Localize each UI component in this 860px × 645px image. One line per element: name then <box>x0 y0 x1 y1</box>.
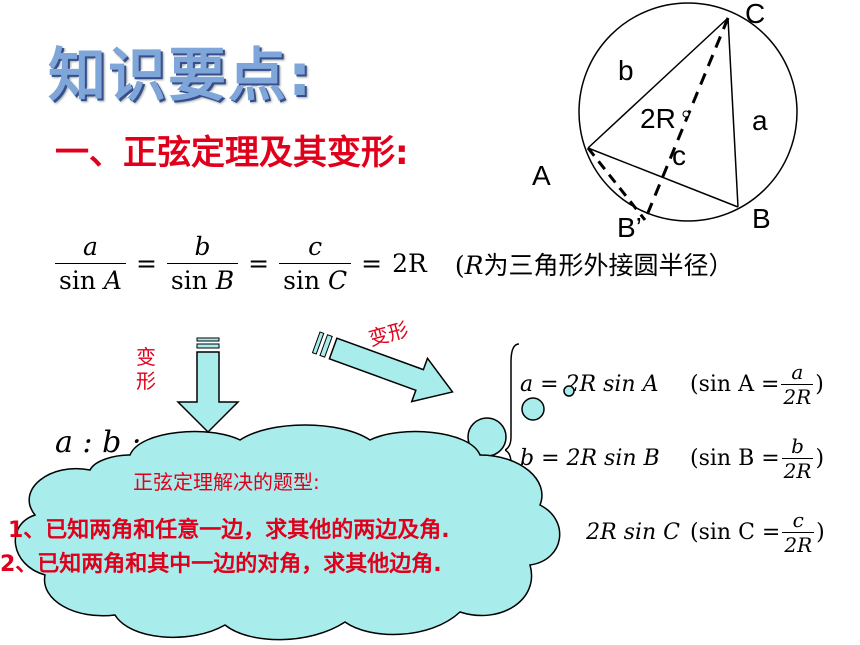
transform-label-vertical: 变形 <box>136 345 156 393</box>
cloud-body <box>14 424 561 641</box>
cloud-bubble-medium <box>521 397 545 421</box>
side-a <box>727 17 739 208</box>
fraction-a: a sin A <box>55 232 126 295</box>
fraction-b: b sin B <box>166 232 239 295</box>
diagonal-arrow-icon <box>311 331 454 403</box>
center-point <box>682 110 690 118</box>
vertex-label-c: C <box>745 0 766 29</box>
page-title: 知识要点: <box>48 41 314 109</box>
side-label-a: a <box>752 105 768 136</box>
vertex-label-b: B <box>752 203 771 234</box>
circumcircle <box>578 2 798 222</box>
down-arrow-icon <box>176 337 240 434</box>
diameter-dashed <box>643 17 730 221</box>
chord-dashed <box>586 147 647 221</box>
side-label-c: c <box>672 140 686 171</box>
side-b <box>587 17 729 149</box>
side-c <box>587 147 739 208</box>
section-subtitle: 一、正弦定理及其变形: <box>55 133 409 173</box>
cloud-heading: 正弦定理解决的题型: <box>133 470 320 494</box>
cloud-bubble-small <box>563 385 575 397</box>
fraction-c: c sin C <box>279 232 352 295</box>
radius-label: 2R <box>640 103 676 134</box>
cloud-line-2: 2、已知两角和其中一边的对角，求其他边角. <box>0 552 442 577</box>
law-of-sines-formula: a sin A = b sin B = c sin C = 2R (R为三角形外… <box>55 232 733 295</box>
radius-note: (R为三角形外接圆半径） <box>454 250 734 280</box>
vertex-label-b-prime: B’ <box>617 212 642 243</box>
vertex-label-a: A <box>532 160 551 191</box>
cloud-line-1: 1、已知两角和任意一边，求其他的两边及角. <box>8 518 450 543</box>
side-label-b: b <box>618 55 634 86</box>
